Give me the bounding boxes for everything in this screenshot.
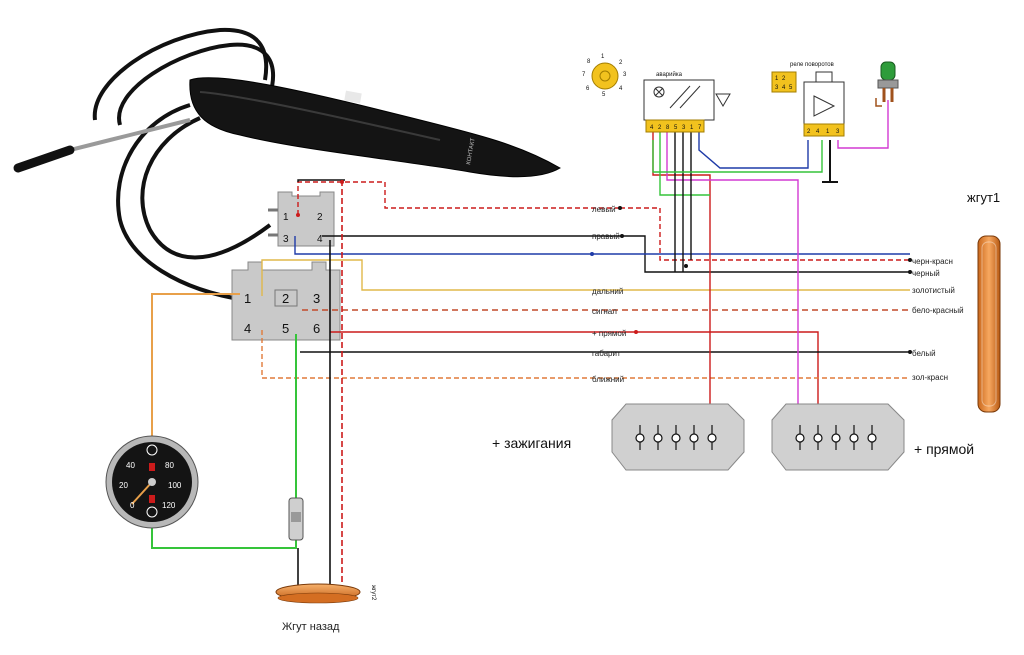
ign-num-3: 3 (623, 72, 627, 78)
stalk-brand-text: КОНТАКТ (466, 137, 477, 165)
label-dalnii: дальний (592, 287, 623, 296)
connector-big: 1 2 3 4 5 6 (231, 261, 341, 341)
small-pin-1: 1 (283, 212, 289, 223)
wires (151, 100, 910, 590)
relay-pin-3: 3 (836, 129, 840, 135)
relay-pin-4: 4 (816, 129, 820, 135)
plus-zazhiganiya-label: + зажигания (492, 435, 571, 451)
harness-belyi: белый (912, 349, 936, 358)
avariyka-pin-2: 2 (658, 125, 662, 131)
relay-plug-pin-3: 3 (775, 85, 779, 91)
small-pin-4: 4 (317, 234, 323, 245)
relay-label: реле поворотов (790, 62, 834, 68)
small-pin-2: 2 (317, 212, 323, 223)
relay-pin-1: 1 (826, 129, 830, 135)
turn-relay: реле поворотов 1 2 3 4 5 2 4 1 3 (771, 62, 845, 137)
zhgut-nazad-label: Жгут назад (282, 621, 340, 633)
big-pin-6: 6 (313, 321, 320, 336)
relay-plug-pin-5: 5 (789, 85, 793, 91)
avariyka-pin-3: 3 (682, 125, 686, 131)
zhgut1-label: жгут1 (967, 190, 1000, 205)
avariyka-pin-5: 5 (674, 125, 678, 131)
gauge-0: 0 (130, 501, 135, 510)
gauge-40: 40 (126, 461, 135, 470)
harness-1: жгут1 (967, 190, 1001, 413)
gauge-100: 100 (168, 481, 182, 490)
indicator-lamp (288, 497, 304, 541)
label-pravyi: правый (592, 232, 620, 241)
big-pin-3: 3 (313, 291, 320, 306)
ign-num-2: 2 (619, 60, 623, 66)
relay-plug-pin-4: 4 (782, 85, 786, 91)
junction-dots (296, 180, 912, 354)
label-blizhnii: ближний (592, 375, 624, 384)
avariyka-pin-7: 7 (698, 125, 702, 131)
avariyka-pin-1: 1 (690, 125, 694, 131)
ign-num-1: 1 (601, 54, 605, 60)
harness-belo-krasnyi: бело-красный (912, 306, 964, 315)
sensor (875, 61, 899, 107)
gauge-20: 20 (119, 481, 128, 490)
connector-direct: + прямой (771, 403, 974, 471)
label-levyi: левый (592, 205, 616, 214)
zhgut2-label: жгут2 (370, 585, 376, 601)
connector-small: 1 2 3 4 (268, 191, 335, 247)
ign-num-5: 5 (602, 92, 606, 98)
relay-plug-pin-2: 2 (782, 76, 786, 82)
ign-num-8: 8 (587, 59, 591, 65)
avariyka-pin-4: 4 (650, 125, 654, 131)
gauge-120: 120 (162, 501, 176, 510)
hazard-switch: аварийка 4 2 8 5 3 1 7 (643, 71, 731, 133)
big-pin-5: 5 (282, 321, 289, 336)
ignition-switch: 1 2 3 4 5 6 7 8 (582, 54, 627, 98)
harness-back: Жгут назад жгут2 (275, 583, 376, 633)
relay-plug-pin-1: 1 (775, 76, 779, 82)
harness-zolotistyi: золотистый (912, 286, 955, 295)
connector-ignition: + зажигания (492, 403, 745, 471)
plus-pryamoi-label: + прямой (914, 441, 974, 457)
harness-chern-krasn: черн-красн (912, 257, 953, 266)
speedometer-gauge: 0 20 40 60 80 100 120 (105, 435, 199, 529)
stalk-switch: КОНТАКТ (13, 27, 561, 302)
label-pryamoi: + прямой (592, 329, 626, 338)
big-pin-4: 4 (244, 321, 251, 336)
gauge-80: 80 (165, 461, 174, 470)
ign-num-6: 6 (586, 86, 590, 92)
harness-chernyi: черный (912, 269, 940, 278)
ign-num-7: 7 (582, 72, 586, 78)
label-gabarit: габарит (592, 349, 621, 358)
label-signal: сигнал (592, 307, 617, 316)
avariyka-label: аварийка (656, 71, 683, 78)
big-pin-2: 2 (282, 291, 289, 306)
big-pin-1: 1 (244, 291, 251, 306)
relay-pin-2: 2 (807, 129, 811, 135)
avariyka-pin-8: 8 (666, 125, 670, 131)
ign-num-4: 4 (619, 86, 623, 92)
small-pin-3: 3 (283, 234, 289, 245)
harness-zol-krasn: зол-красн (912, 373, 948, 382)
